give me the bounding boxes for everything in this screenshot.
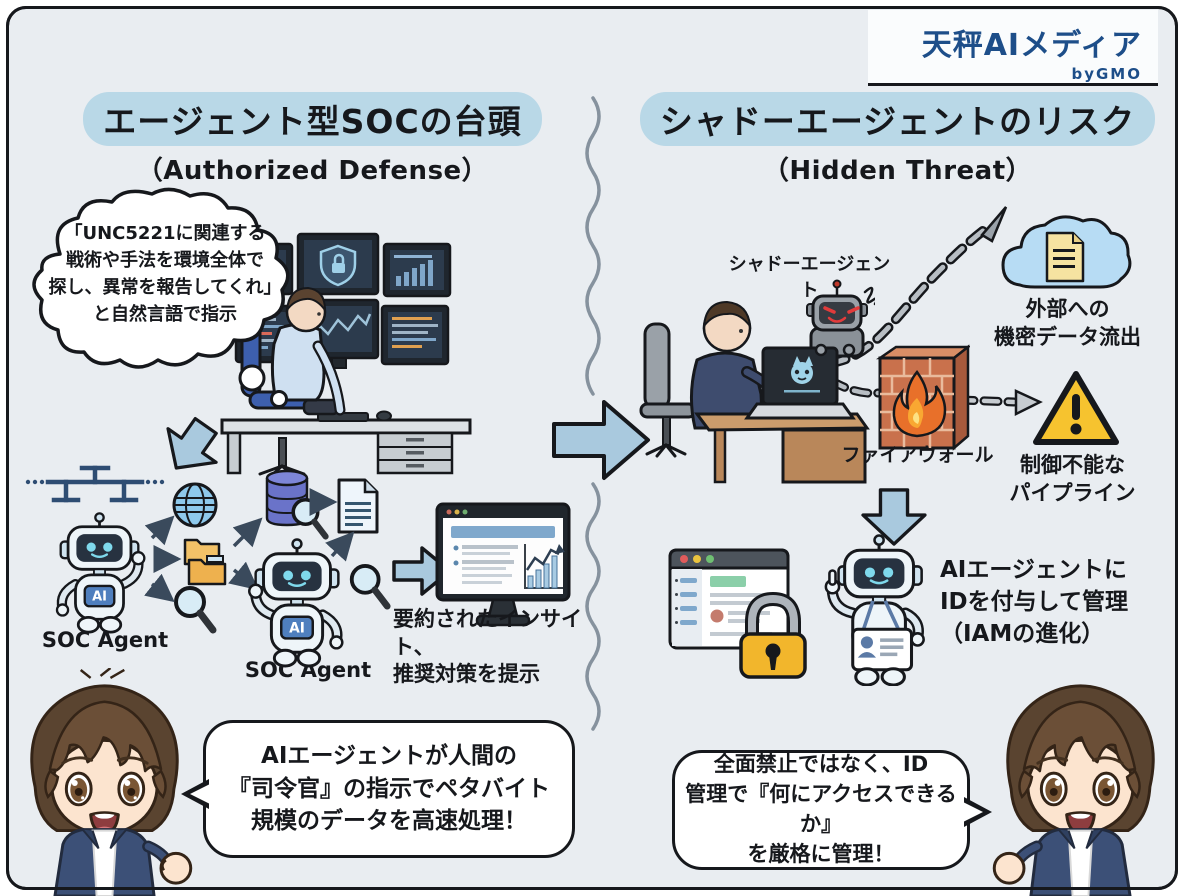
center-right-arrow-icon xyxy=(552,400,650,480)
agent-flow-arrows xyxy=(144,488,355,603)
right-speech-text: 全面禁止ではなく、ID 管理で『何にアクセスできるか』 を厳格に管理！ xyxy=(685,752,957,866)
left-speech-bubble: AIエージェントが人間の 『司令官』の指示でペタバイト 規模のデータを高速処理！ xyxy=(181,720,575,858)
insight-caption: 要約されたインサイト、 推奨対策を提示 xyxy=(393,607,582,687)
right-speech-bubble: 全面禁止ではなく、ID 管理で『何にアクセスできるか』 を厳格に管理！ xyxy=(672,750,992,870)
left-speech-text: AIエージェントが人間の 『司令官』の指示でペタバイト 規模のデータを高速処理！ xyxy=(228,743,550,835)
warning-triangle-icon xyxy=(1033,371,1119,445)
right-subtitle: （Hidden Threat） xyxy=(762,156,1033,186)
magnifier-icon-1 xyxy=(174,586,217,634)
firewall-label: ファイアウォール xyxy=(841,444,994,466)
thought-bubble: 「UNC5221に関連する 戦術や手法を環境全体で 探し、異常を報告してくれ」 … xyxy=(20,184,312,412)
left-title: エージェント型SOCの台頭 xyxy=(83,92,542,146)
padlock-icon xyxy=(739,591,807,679)
shadow-agent-label: シャドーエージェント xyxy=(728,254,891,301)
exfiltration-caption: 外部への 機密データ流出 xyxy=(994,297,1141,349)
brand-title: 天秤AIメディア xyxy=(921,28,1142,63)
globe-icon xyxy=(172,482,218,528)
magnifier-icon-2 xyxy=(349,564,391,610)
pipeline-caption: 制御不能な パイプライン xyxy=(1009,453,1136,505)
thought-bubble-cloud-icon xyxy=(32,187,290,408)
down-left-arrow-icon xyxy=(166,417,218,470)
brand-logo: 天秤AIメディア byGMO xyxy=(868,10,1158,86)
down-arrow-icon-right xyxy=(861,488,927,546)
network-tree-icon xyxy=(25,465,165,503)
firewall-icon xyxy=(875,344,970,451)
right-title: シャドーエージェントのリスク xyxy=(639,92,1156,146)
iam-robot-with-id-badge xyxy=(824,534,925,686)
wavy-divider-top xyxy=(585,96,601,396)
document-icon xyxy=(337,478,379,534)
left-title-block: エージェント型SOCの台頭 （Authorized Defense） xyxy=(40,92,585,187)
agent-badge-text: AI xyxy=(289,621,305,637)
host-character-right xyxy=(992,684,1155,896)
soc-agent-robot-1: AI xyxy=(55,512,146,634)
iam-caption: AIエージェントに IDを付与して管理 （IAMの進化） xyxy=(940,557,1128,648)
folders-icon xyxy=(183,538,227,586)
wavy-divider-bottom xyxy=(585,482,601,731)
right-title-block: シャドーエージェントのリスク （Hidden Threat） xyxy=(625,92,1170,187)
brand-byline: byGMO xyxy=(1071,65,1142,83)
left-subtitle: （Authorized Defense） xyxy=(136,156,489,186)
host-character-left xyxy=(30,668,193,896)
soc-agent-robot-2: AI xyxy=(248,538,344,668)
cloud-exfiltration-icon xyxy=(1001,215,1132,289)
agent-badge-text: AI xyxy=(92,590,107,605)
insight-monitor-illustration xyxy=(435,502,571,627)
shadow-agent-desk-illustration xyxy=(639,279,875,484)
thought-bubble-text: 「UNC5221に関連する 戦術や手法を環境全体で 探し、異常を報告してくれ」 … xyxy=(48,223,282,325)
